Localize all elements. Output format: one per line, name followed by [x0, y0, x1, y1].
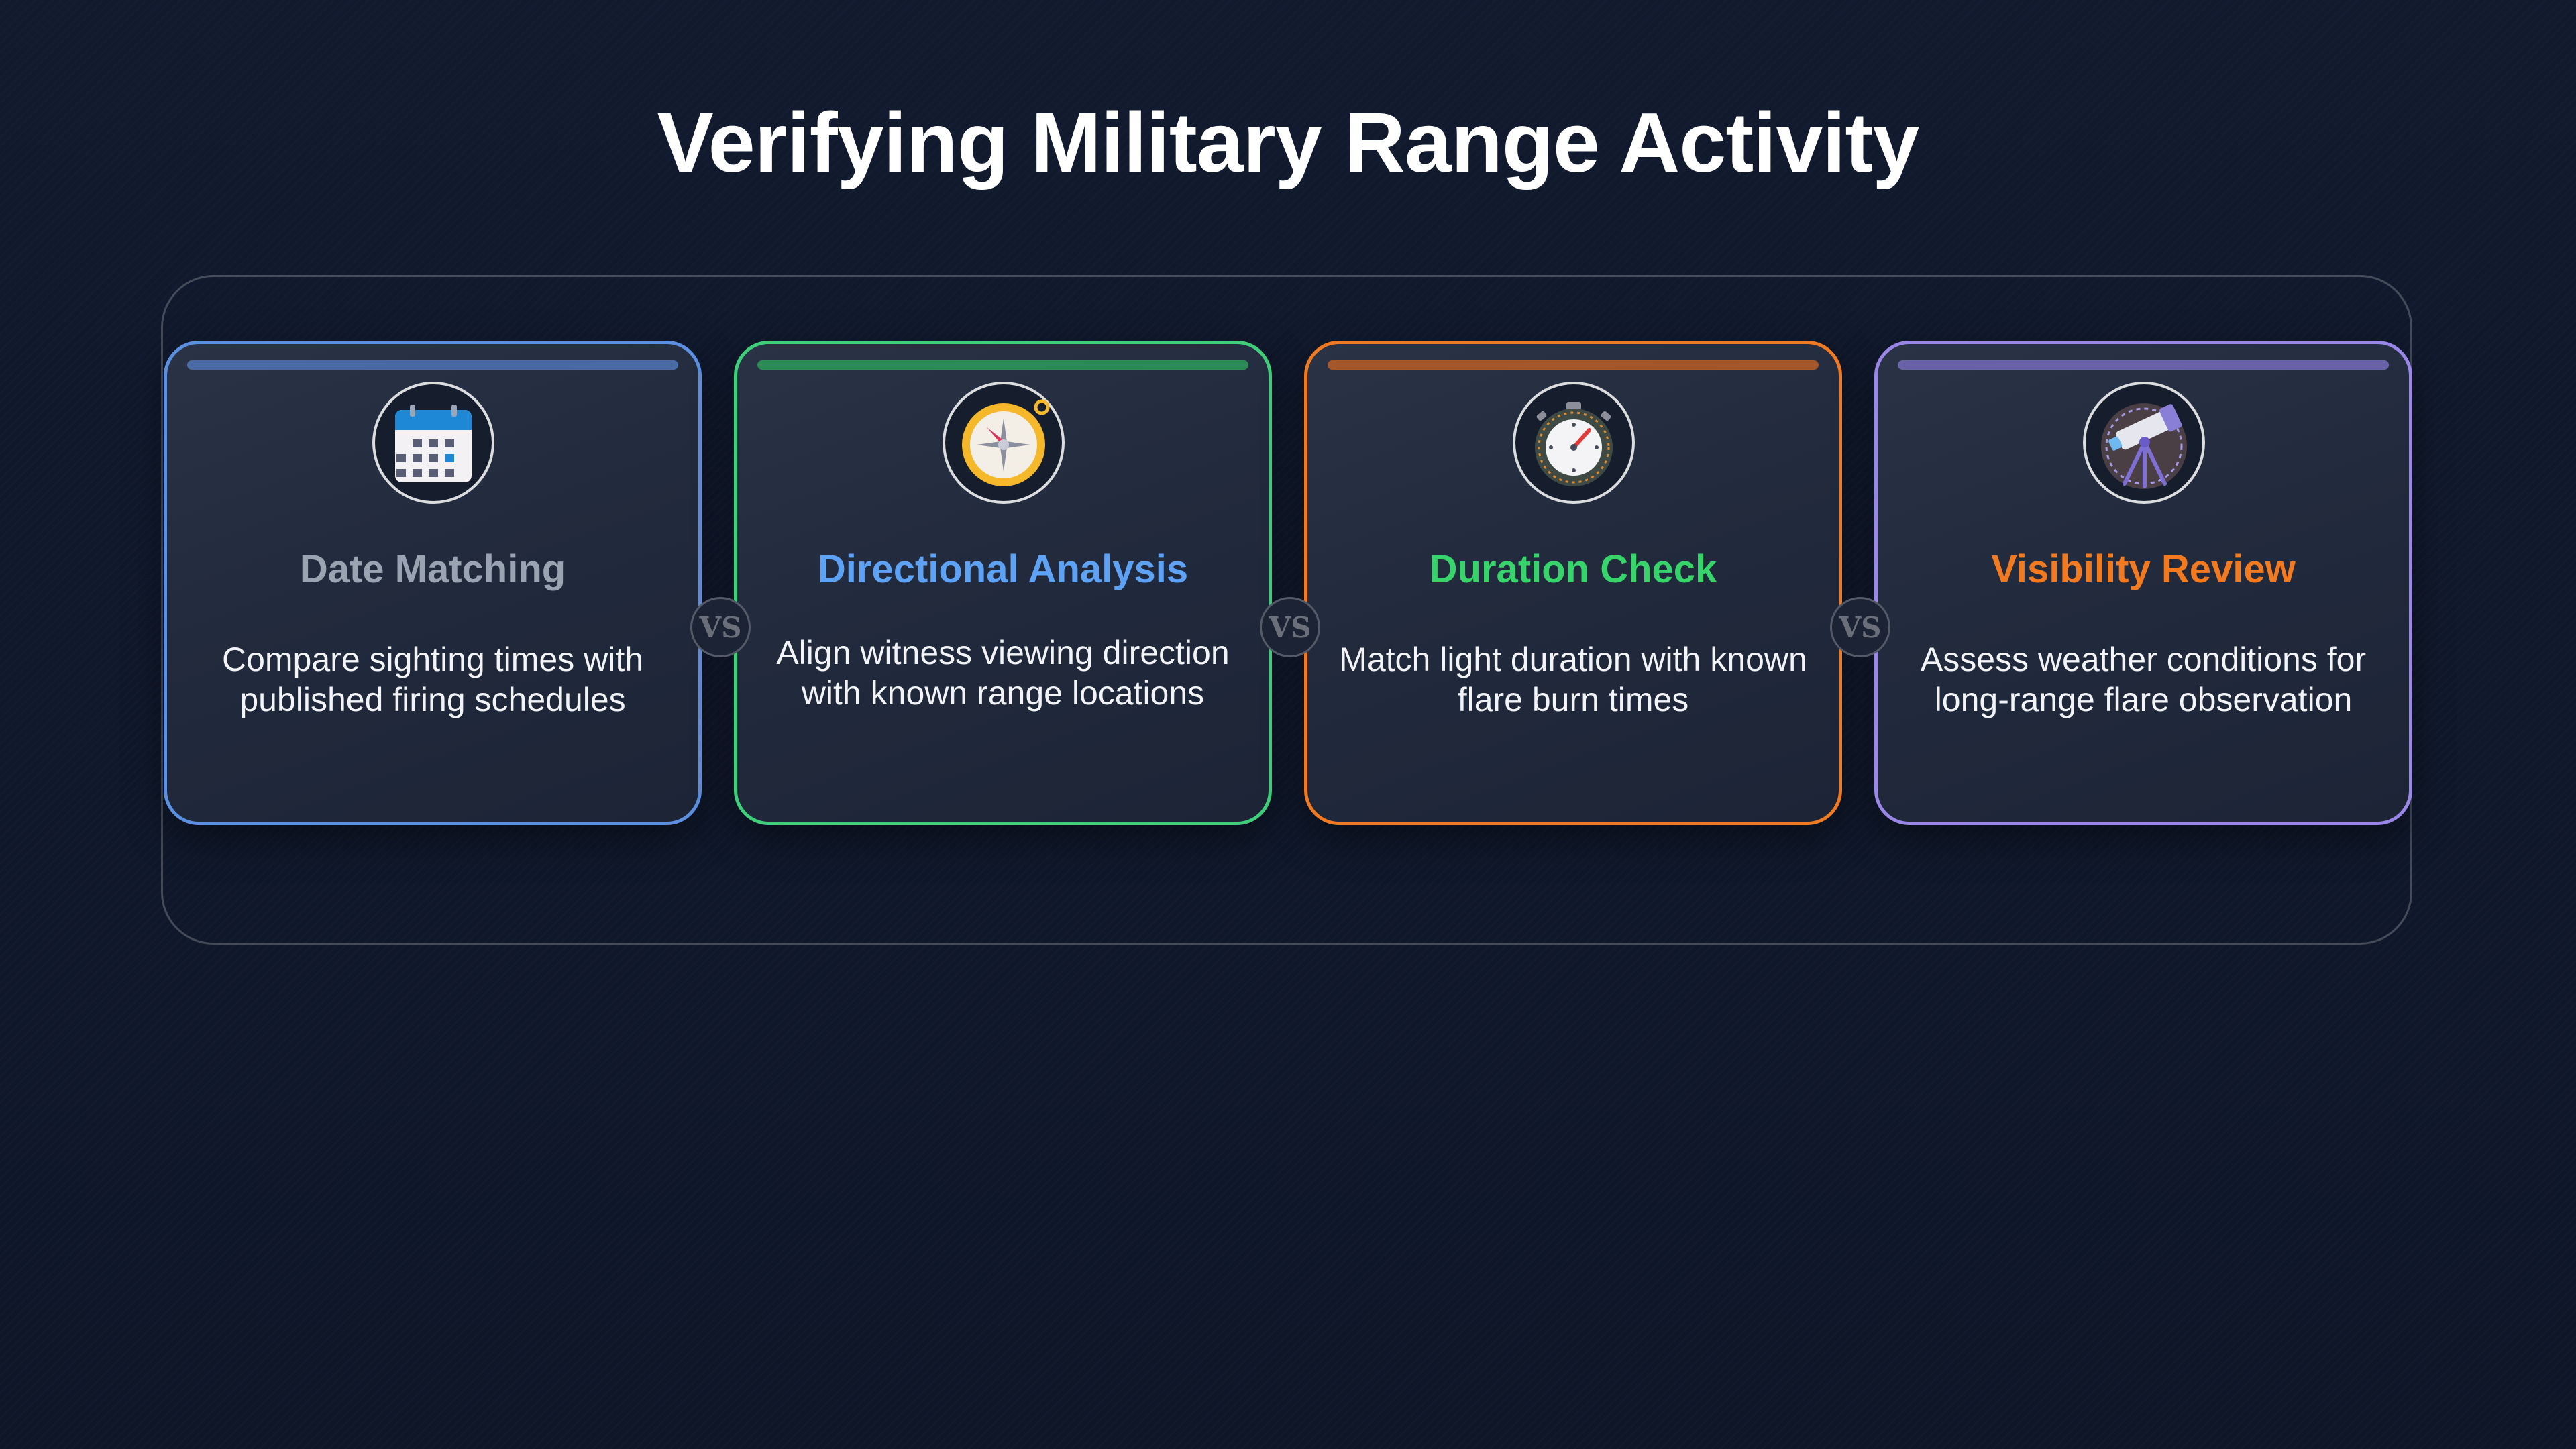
card-description: Match light duration with known flare bu…: [1339, 641, 1807, 718]
page-title: Verifying Military Range Activity: [657, 95, 1920, 190]
card-top-bar: [1328, 360, 1819, 370]
vs-separator: VS: [1830, 597, 1890, 657]
card-description: Align witness viewing direction with kno…: [776, 634, 1230, 712]
card-description: Compare sighting times with published fi…: [221, 641, 644, 718]
card-directional-analysis: Directional Analysis Align witness viewi…: [734, 341, 1272, 825]
calendar-icon: [372, 382, 494, 504]
telescope-icon: [2083, 382, 2205, 504]
card-title: Visibility Review: [1991, 547, 2296, 591]
vs-separator: VS: [1260, 597, 1320, 657]
vs-separator: VS: [690, 597, 751, 657]
card-date-matching: Date Matching Compare sighting times wit…: [164, 341, 702, 825]
card-top-bar: [187, 360, 678, 370]
compass-icon: [943, 382, 1065, 504]
stopwatch-icon: [1513, 382, 1635, 504]
card-visibility-review: Visibility Review Assess weather conditi…: [1874, 341, 2412, 825]
card-title: Directional Analysis: [817, 547, 1189, 591]
card-top-bar: [1898, 360, 2389, 370]
card-title: Date Matching: [299, 547, 566, 591]
card-duration-check: Duration Check Match light duration with…: [1304, 341, 1842, 825]
card-top-bar: [757, 360, 1248, 370]
card-title: Duration Check: [1429, 547, 1717, 591]
card-description: Assess weather conditions for long-range…: [1920, 641, 2367, 718]
